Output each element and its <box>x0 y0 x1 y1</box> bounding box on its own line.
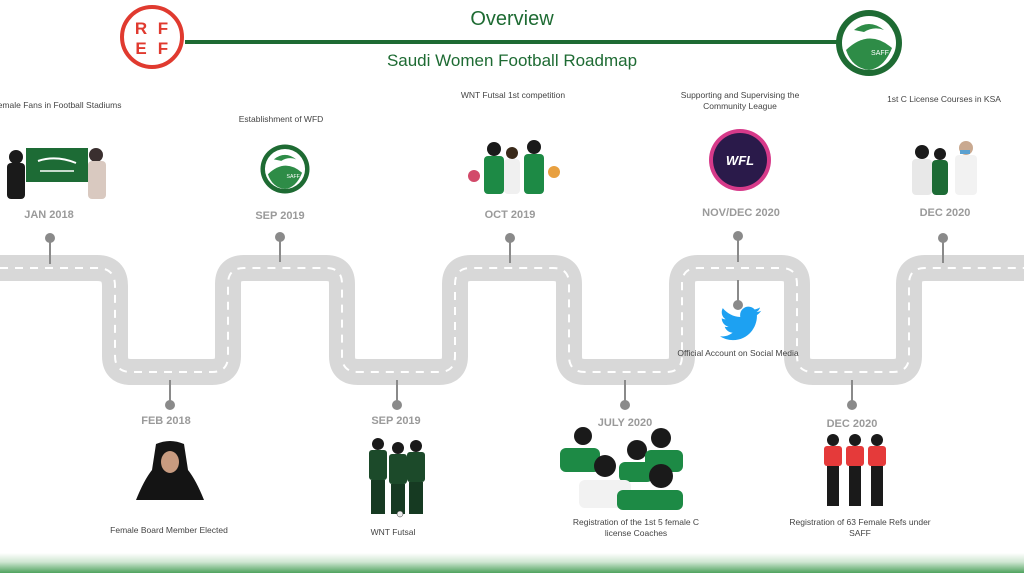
futsal-team-photo <box>468 140 560 194</box>
rfef-logo: R F E F <box>120 5 184 69</box>
svg-text:SAFF: SAFF <box>871 50 889 57</box>
pin-dec-2020-top <box>938 233 948 263</box>
caption-futsal-competition: WNT Futsal 1st competition <box>460 90 566 100</box>
caption-c-license-courses: 1st C License Courses in KSA <box>887 94 1001 104</box>
date-dec-2020-bottom: DEC 2020 <box>826 418 878 430</box>
date-dec-2020-top: DEC 2020 <box>919 207 971 219</box>
date-sep-2019-top: SEP 2019 <box>255 210 305 222</box>
caption-board-member: Female Board Member Elected <box>110 525 228 535</box>
date-sep-2019-bottom: SEP 2019 <box>371 415 421 427</box>
caption-c-license-coaches: Registration of the 1st 5 female C licen… <box>572 517 700 539</box>
pin-dec-2020-bottom <box>847 380 857 410</box>
pin-oct-2019 <box>505 233 515 263</box>
svg-text:R: R <box>135 19 147 38</box>
svg-text:F: F <box>158 39 168 58</box>
saff-logo: SAFF <box>836 10 902 76</box>
saff-logo-small: SAFF <box>260 144 310 194</box>
svg-text:F: F <box>158 19 168 38</box>
caption-wfd: Establishment of WFD <box>238 114 324 124</box>
caption-wnt-futsal: WNT Futsal <box>370 527 416 537</box>
coaches-photo <box>912 141 977 195</box>
wfl-logo-text: WFL <box>726 153 754 168</box>
page-title: Overview <box>470 8 554 30</box>
futsal-players-photo <box>369 438 425 518</box>
coaches-group-photo <box>560 427 683 510</box>
svg-text:SAFF: SAFF <box>287 174 300 180</box>
pin-jan-2018 <box>45 233 55 264</box>
pin-nov-dec-2020 <box>733 231 743 262</box>
fans-with-flag-photo <box>7 148 106 199</box>
pin-feb-2018 <box>165 380 175 410</box>
date-oct-2019: OCT 2019 <box>484 209 536 221</box>
svg-text:E: E <box>135 39 146 58</box>
caption-social-account: Official Account on Social Media <box>677 348 799 358</box>
page-subtitle: Saudi Women Football Roadmap <box>386 51 638 70</box>
pin-sep-2019-top <box>275 232 285 262</box>
caption-fans: Female Fans in Football Stadiums <box>0 100 122 110</box>
bottom-grass-strip <box>0 553 1024 573</box>
pin-sep-2019-bottom <box>392 380 402 410</box>
referees-photo <box>824 434 886 506</box>
caption-community-league: Supporting and Supervising the Community… <box>680 90 800 112</box>
date-feb-2018: FEB 2018 <box>141 415 191 427</box>
pin-july-2020 <box>620 380 630 410</box>
board-member-photo <box>136 441 204 500</box>
caption-female-refs: Registration of 63 Female Refs under SAF… <box>789 517 931 539</box>
twitter-icon <box>720 306 762 341</box>
date-jan-2018: JAN 2018 <box>24 209 74 221</box>
title-rule <box>185 40 840 44</box>
date-nov-dec-2020: NOV/DEC 2020 <box>702 207 780 219</box>
wfl-logo: WFL <box>709 129 771 191</box>
pin-social <box>733 280 743 310</box>
date-july-2020: JULY 2020 <box>597 417 653 429</box>
